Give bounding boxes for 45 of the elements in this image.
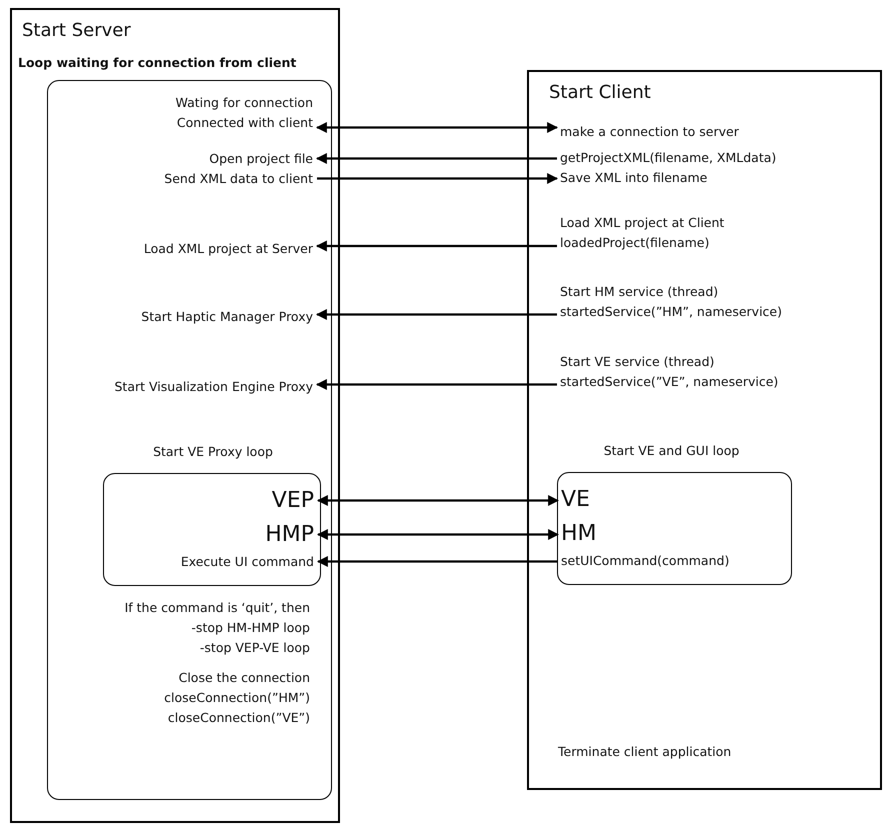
lifeline-frame [527, 70, 882, 790]
message-text: Wating for connection [174, 94, 313, 112]
note-text: closeConnection(”HM”) [163, 689, 310, 707]
message-arrow [316, 153, 557, 164]
message-text: Send XML data to client [163, 170, 313, 188]
note-text: Close the connection [178, 669, 310, 687]
message-arrow [316, 240, 557, 252]
note-text: Terminate client application [558, 743, 732, 761]
message-text: Connected with client [176, 114, 313, 132]
message-arrow [316, 379, 557, 390]
note-text: -stop HM-HMP loop [190, 619, 310, 637]
message-text: Start VE service (thread) [560, 353, 716, 371]
message-text: Start Visualization Engine Proxy [114, 378, 313, 396]
message-arrow [316, 556, 558, 567]
participant-label: VEP [270, 487, 314, 515]
note-text: -stop VEP-VE loop [198, 639, 310, 657]
loop-heading: Start VE and GUI loop [602, 442, 740, 460]
message-text: startedService(”VE”, nameservice) [560, 373, 780, 391]
participant-label: HMP [264, 521, 314, 549]
participant-label: HM [561, 520, 598, 548]
message-text: loadedProject(filename) [560, 234, 710, 252]
message-text: Save XML into filename [560, 169, 708, 187]
message-arrow [317, 173, 558, 184]
lifeline-heading: Start Client [549, 81, 651, 105]
message-text: Load XML project at Server [142, 240, 313, 258]
message-text: Start HM service (thread) [560, 283, 720, 301]
message-text: getProjectXML(filename, XMLdata) [560, 149, 778, 167]
message-text: Open project file [208, 150, 313, 168]
message-arrow [316, 122, 558, 133]
message-arrow [316, 495, 560, 506]
note-text: If the command is ‘quit’, then [124, 599, 310, 617]
note-text: closeConnection(”VE”) [166, 709, 310, 727]
lifeline-frame [10, 8, 340, 823]
loop-heading: Start VE Proxy loop [152, 443, 274, 461]
message-text: Start Haptic Manager Proxy [140, 308, 313, 326]
loop-heading: Loop waiting for connection from client [18, 54, 296, 72]
message-arrow [316, 309, 557, 320]
message-text: setUICommand(command) [561, 552, 730, 570]
message-text: make a connection to server [560, 123, 740, 141]
message-text: Load XML project at Client [560, 214, 726, 232]
message-text: Execute UI command [180, 553, 314, 571]
lifeline-heading: Start Server [22, 19, 131, 43]
participant-label: VE [561, 486, 591, 514]
message-text: startedService(”HM”, nameservice) [560, 303, 783, 321]
message-arrow [316, 529, 560, 540]
